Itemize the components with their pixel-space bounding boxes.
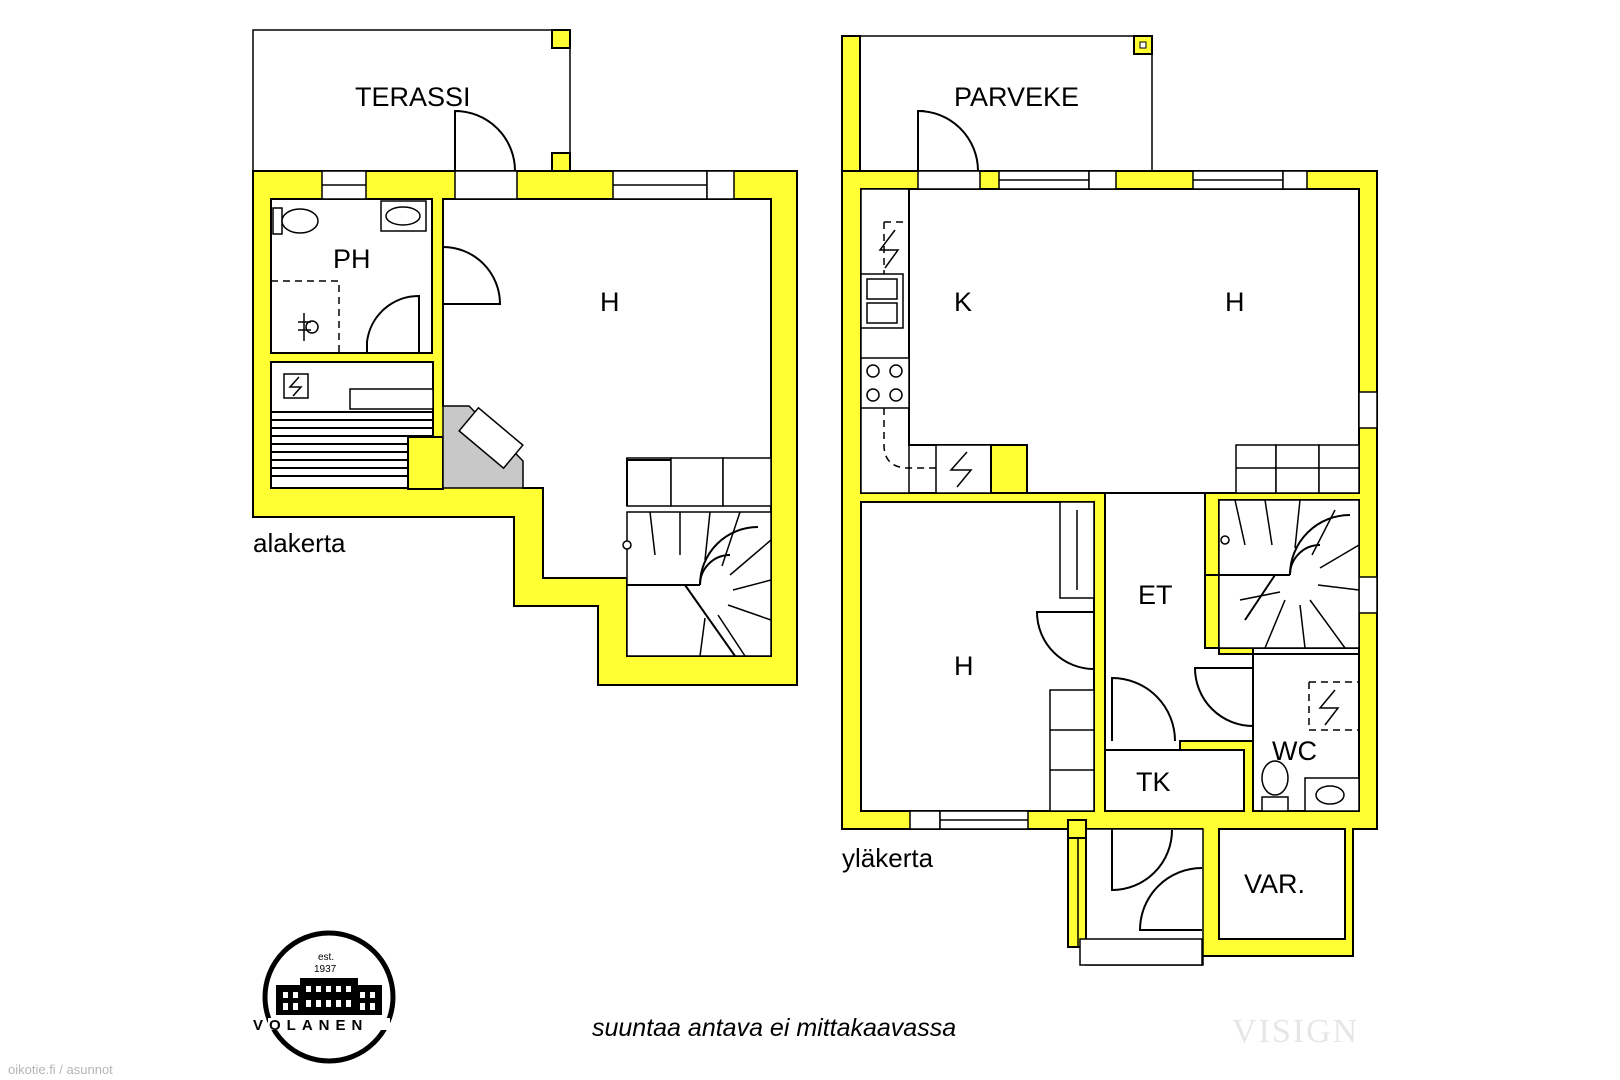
terrace-area	[252, 29, 571, 172]
balcony-area	[841, 35, 1153, 175]
terrace-door-opening	[454, 170, 518, 200]
closet-room	[1104, 749, 1245, 812]
cabinet	[1235, 444, 1277, 494]
bolt-icon	[288, 376, 303, 397]
shower-icon	[298, 313, 319, 341]
room-label-bedroom: H	[954, 651, 974, 681]
sink-icon	[1304, 777, 1360, 812]
stairs-lower	[622, 511, 772, 657]
toilet-icon	[1261, 760, 1289, 812]
stairs-upper	[1204, 499, 1360, 649]
sink-icon	[380, 200, 427, 232]
cabinet	[1318, 444, 1360, 494]
cabinet	[722, 457, 772, 507]
lower-floor	[252, 29, 798, 686]
front-door-swing	[1111, 829, 1173, 892]
shower-area	[1308, 681, 1359, 731]
terrace-post	[551, 29, 571, 49]
sauna-door-swing	[366, 294, 420, 353]
watermark: VISIGN	[1232, 1013, 1359, 1050]
window	[1088, 170, 1117, 190]
room-label-wc: WC	[1272, 736, 1317, 766]
sauna-bench	[349, 388, 434, 410]
room-label-living-upper: H	[1225, 287, 1245, 317]
window	[909, 810, 941, 830]
sauna-wall-stub	[407, 436, 444, 490]
volanen-logo: est. 1937 VOLANEN	[253, 930, 396, 1064]
sauna-benches	[271, 411, 433, 477]
source-label: oikotie.fi / asunnot	[8, 1062, 113, 1077]
stove-icon	[860, 357, 910, 409]
window	[706, 170, 735, 200]
logo-year: 1937	[314, 964, 337, 975]
scale-note: suuntaa antava ei mittakaavassa	[592, 1014, 956, 1042]
room-label-terrace: TERASSI	[355, 82, 471, 112]
caption-lower-floor: alakerta	[253, 528, 346, 558]
storage-room	[1218, 828, 1346, 940]
storage-door-swing	[1138, 867, 1203, 931]
fireplace-hearth	[458, 406, 524, 470]
terrace-post	[551, 152, 571, 172]
wc-door-swing	[1193, 667, 1254, 727]
room-label-bathroom: PH	[333, 244, 371, 274]
upper-floor	[841, 35, 1378, 966]
logo-est-label: est.	[318, 952, 334, 963]
window	[1358, 576, 1378, 614]
wardrobe	[1049, 689, 1095, 812]
room-label-living-lower: H	[600, 287, 620, 317]
cabinet	[626, 457, 672, 507]
bolt-icon	[1318, 689, 1340, 726]
room-label-balcony: PARVEKE	[954, 82, 1079, 112]
toilet-icon	[272, 207, 319, 235]
bathroom-door-swing	[442, 246, 502, 305]
room-label-storage: VAR.	[1244, 869, 1305, 899]
room-label-closet: TK	[1136, 767, 1171, 797]
bedroom-door-swing	[1035, 611, 1095, 670]
room-label-kitchen: K	[954, 287, 972, 317]
window	[1358, 391, 1378, 429]
logo-name: VOLANEN	[253, 1017, 368, 1034]
room-label-hall: ET	[1138, 580, 1173, 610]
cabinet	[1275, 444, 1320, 494]
closet-door-swing	[1111, 676, 1176, 742]
cabinet	[670, 457, 724, 507]
kitchen-counter	[860, 188, 992, 494]
electric-heater-icon	[283, 373, 309, 399]
caption-upper-floor: yläkerta	[842, 843, 934, 873]
terrace-door-swing	[454, 109, 516, 172]
balcony-rail	[841, 35, 861, 175]
window	[1282, 170, 1308, 190]
balcony-door-swing	[917, 109, 979, 172]
